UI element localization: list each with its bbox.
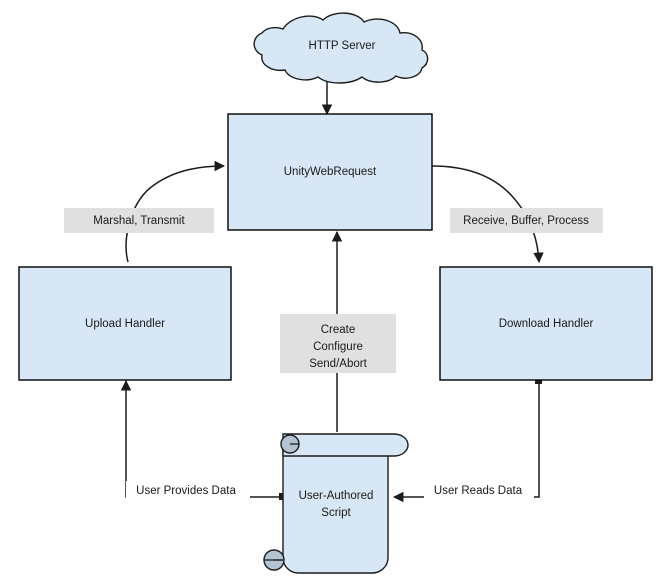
node-user-authored-script[interactable]: User-Authored Script xyxy=(263,433,409,574)
node-unitywebrequest[interactable]: UnityWebRequest xyxy=(227,113,433,231)
node-upload-handler[interactable]: Upload Handler xyxy=(18,266,232,381)
user-script-label-line1: User-Authored xyxy=(299,490,374,502)
send-abort-text: Send/Abort xyxy=(309,358,367,370)
node-http-server[interactable]: HTTP Server xyxy=(253,12,429,84)
edge-label-marshal-transmit: Marshal, Transmit xyxy=(64,208,214,233)
download-handler-label: Download Handler xyxy=(499,318,594,330)
marshal-transmit-text: Marshal, Transmit xyxy=(93,215,185,227)
edge-label-receive-buffer-process: Receive, Buffer, Process xyxy=(450,208,603,233)
connector-user-reads-data xyxy=(392,377,542,503)
http-server-label: HTTP Server xyxy=(309,40,376,52)
node-download-handler[interactable]: Download Handler xyxy=(439,266,653,381)
create-text: Create xyxy=(321,324,356,336)
upload-handler-label: Upload Handler xyxy=(85,318,165,330)
user-reads-data-text: User Reads Data xyxy=(434,485,523,497)
edge-label-user-provides-data: User Provides Data xyxy=(126,481,250,499)
edge-label-create-configure-send-abort: Create Configure Send/Abort xyxy=(280,314,396,373)
connector-unitywebrequest-to-download-handler xyxy=(431,165,544,264)
receive-buffer-process-text: Receive, Buffer, Process xyxy=(463,215,589,227)
edge-label-user-reads-data: User Reads Data xyxy=(424,481,534,499)
user-script-label-line2: Script xyxy=(321,507,351,519)
configure-text: Configure xyxy=(313,341,363,353)
connector-upload-handler-to-unitywebrequest xyxy=(125,160,226,263)
unitywebrequest-label: UnityWebRequest xyxy=(284,166,377,178)
user-provides-data-text: User Provides Data xyxy=(136,485,236,497)
